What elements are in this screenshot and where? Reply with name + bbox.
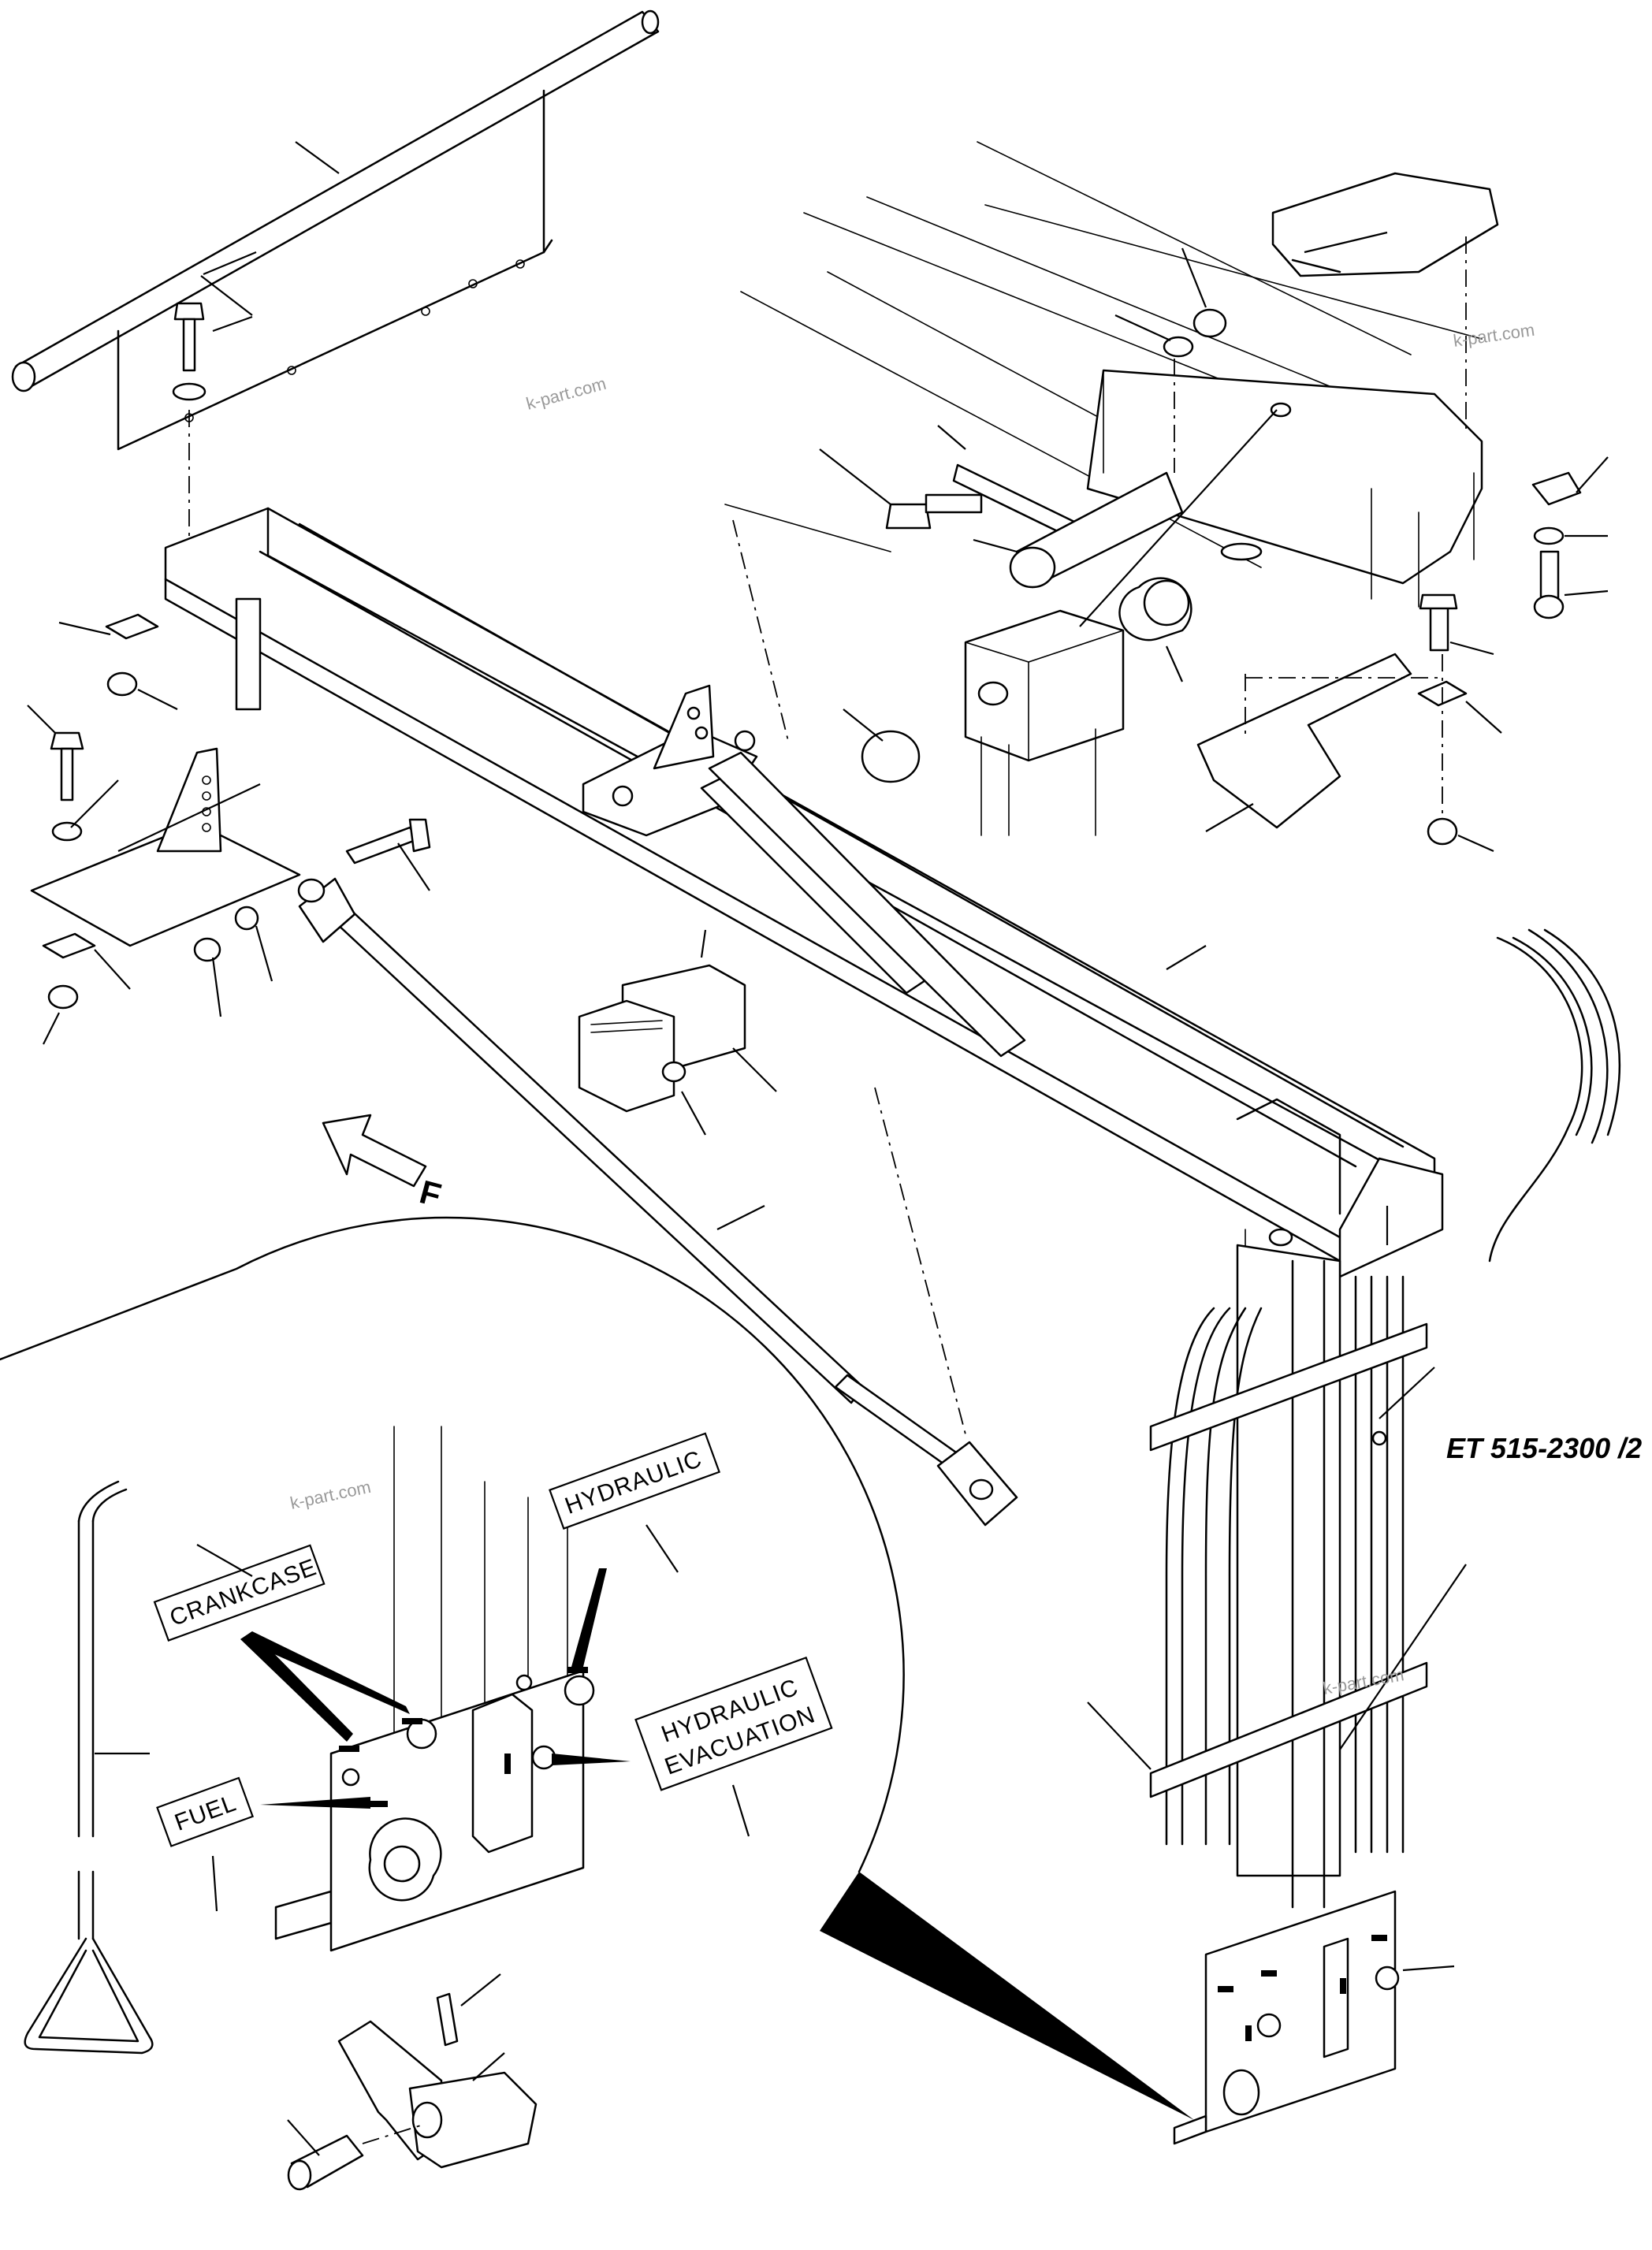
watermark: k-part.com [288, 1477, 373, 1513]
watermark: k-part.com [524, 374, 608, 414]
seat-bracket-top [1271, 172, 1499, 433]
reference-code: ET 515-2300 /2 [1446, 1432, 1642, 1464]
nut-washer-top-center [1114, 247, 1227, 473]
hydraulic-hose-bundle [1087, 928, 1621, 1909]
guard-rail-assembly [11, 9, 660, 451]
bushing-block [724, 409, 1278, 836]
left-bracket-assembly [27, 613, 301, 1045]
direction-marker: F [416, 1173, 445, 1214]
detail-view: CRANKCASE HYDRAULIC HYDRAULIC EVACUATION… [0, 1216, 905, 2191]
crankcase-label: CRANKCASE [153, 1544, 326, 1642]
watermark: k-part.com [1452, 320, 1535, 351]
fuel-label: FUEL [156, 1776, 255, 1847]
front-direction-arrow: F [322, 1114, 445, 1214]
right-side-fasteners [1196, 456, 1609, 853]
main-frame-assembly [164, 507, 1444, 1293]
hydraulic-label: HYDRAULIC [549, 1432, 721, 1530]
pin-plate-assembly [819, 425, 1184, 589]
center-bracket-with-bolts [582, 684, 1026, 1058]
gas-strut [193, 818, 1018, 1527]
hydraulic-evacuation-label: HYDRAULIC EVACUATION [634, 1656, 833, 1791]
valve-block [578, 929, 777, 1136]
bolt-washer-set-left [172, 302, 253, 552]
detail-pointer [820, 1872, 1194, 2120]
hose-end-plate [1173, 1206, 1455, 2145]
